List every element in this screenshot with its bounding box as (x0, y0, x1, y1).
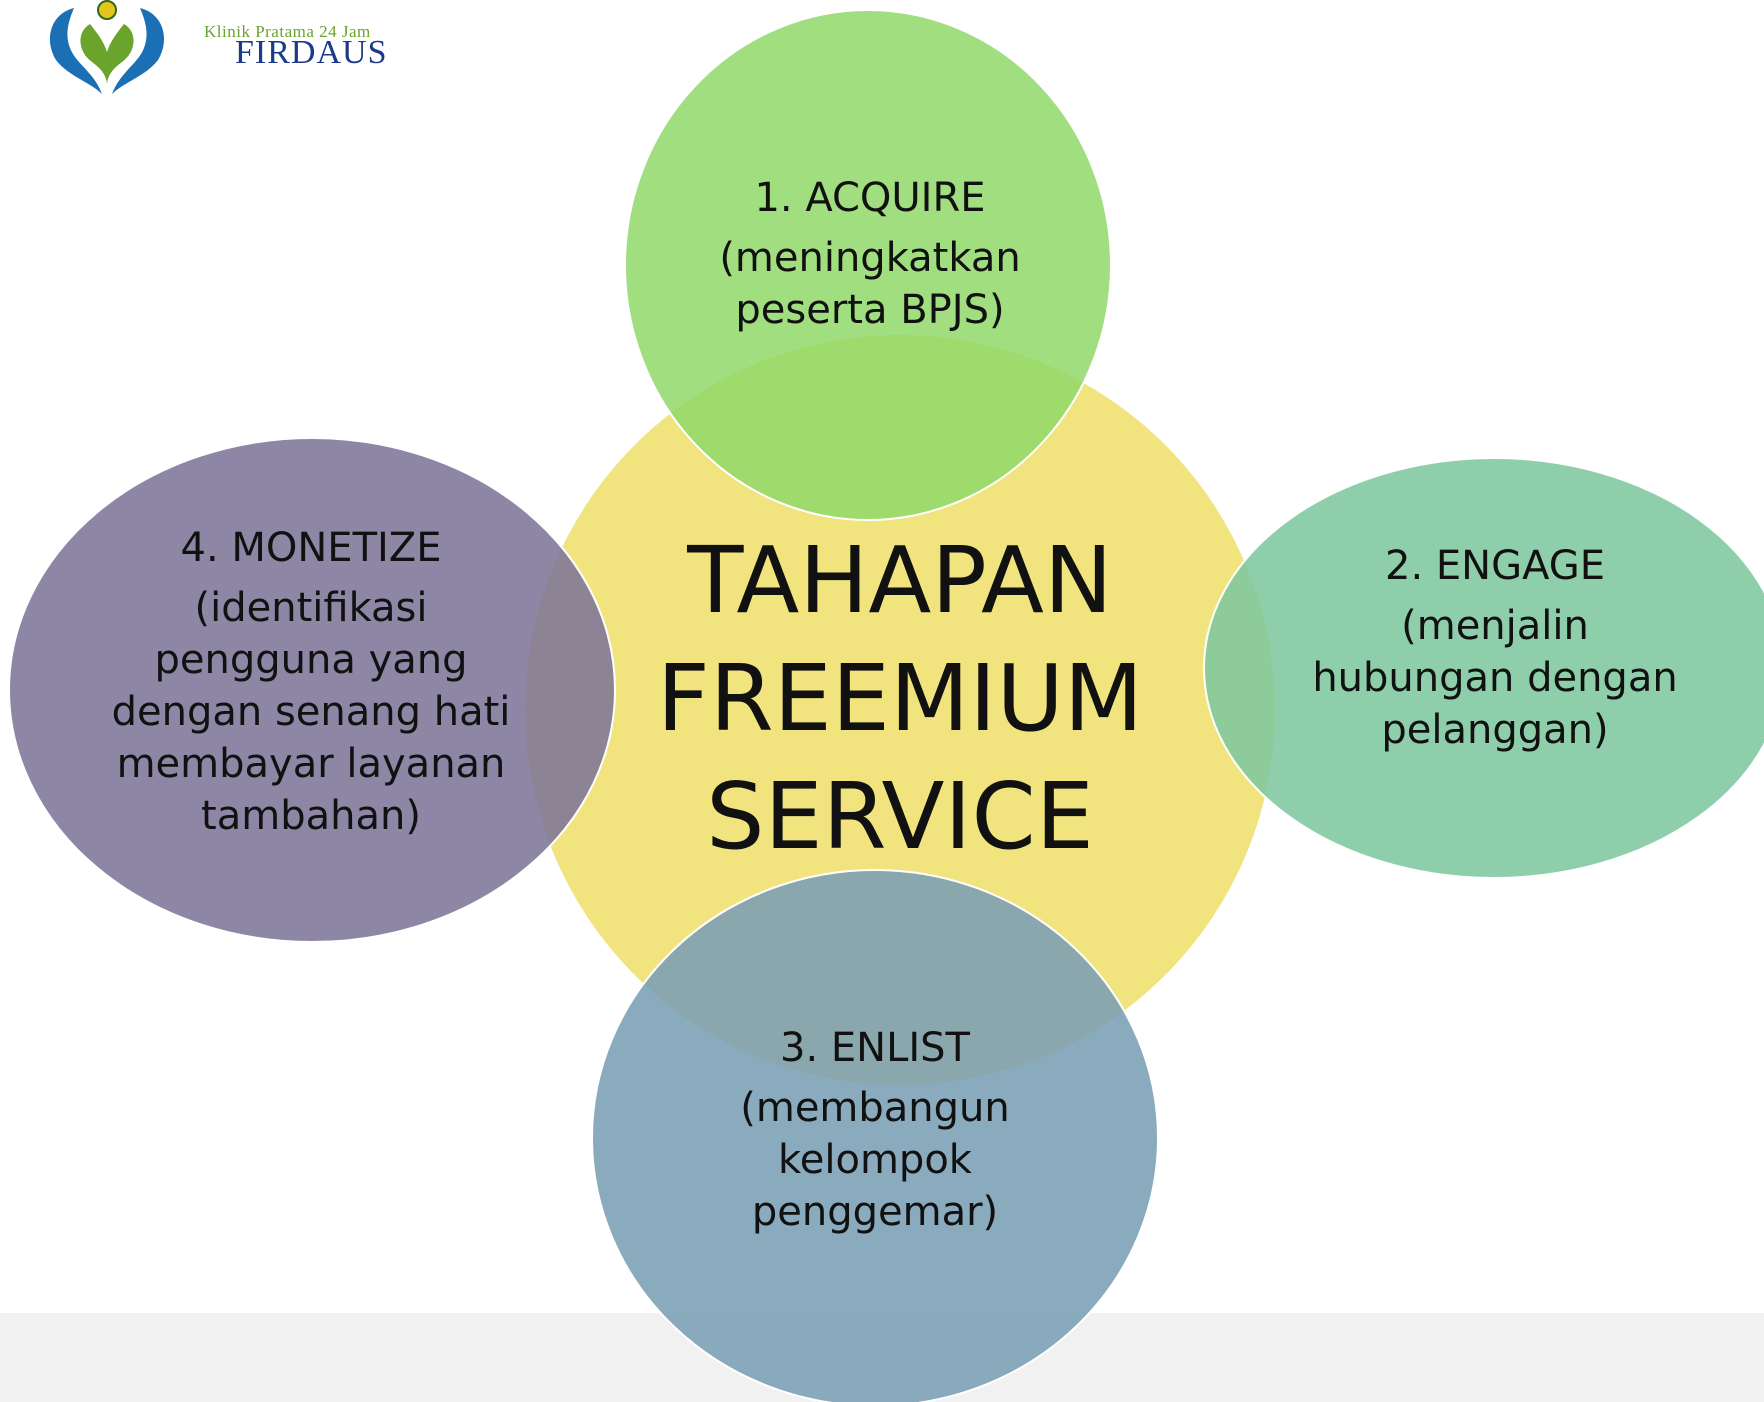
center-title-line-1: TAHAPAN (687, 527, 1113, 634)
center-title-line-3: SERVICE (706, 763, 1094, 870)
logo-tagline: Klinik Pratama 24 Jam (204, 22, 371, 41)
center-title-line-2: FREEMIUM (656, 645, 1144, 752)
center-circle (525, 335, 1275, 1085)
monetize-label: 4. MONETIZE (identifikasi pengguna yang … (106, 524, 516, 842)
monetize-title: 4. MONETIZE (180, 525, 442, 571)
acquire-circle (624, 9, 1112, 521)
acquire-desc: (meningkatkan peserta BPJS) (719, 235, 1021, 333)
monetize-circle (8, 437, 616, 943)
engage-label: 2. ENGAGE (menjalin hubungan dengan pela… (1300, 542, 1690, 756)
enlist-title: 3. ENLIST (780, 1025, 970, 1071)
acquire-label: 1. ACQUIRE (meningkatkan peserta BPJS) (690, 174, 1050, 336)
enlist-circle (591, 869, 1159, 1402)
logo-name: FIRDAUS (235, 34, 388, 71)
enlist-label: 3. ENLIST (membangun kelompok penggemar) (720, 1024, 1030, 1238)
engage-desc: (menjalin hubungan dengan pelanggan) (1312, 603, 1678, 753)
engage-circle (1203, 457, 1764, 879)
engage-title: 2. ENGAGE (1385, 543, 1605, 589)
monetize-desc: (identifikasi pengguna yang dengan senan… (111, 585, 511, 839)
acquire-title: 1. ACQUIRE (754, 175, 986, 221)
enlist-desc: (membangun kelompok penggemar) (740, 1085, 1010, 1235)
center-title: TAHAPAN FREEMIUM SERVICE (600, 522, 1200, 876)
hands-heart-logo-icon (50, 0, 164, 94)
clinic-logo: Klinik Pratama 24 Jam FIRDAUS (30, 0, 450, 100)
